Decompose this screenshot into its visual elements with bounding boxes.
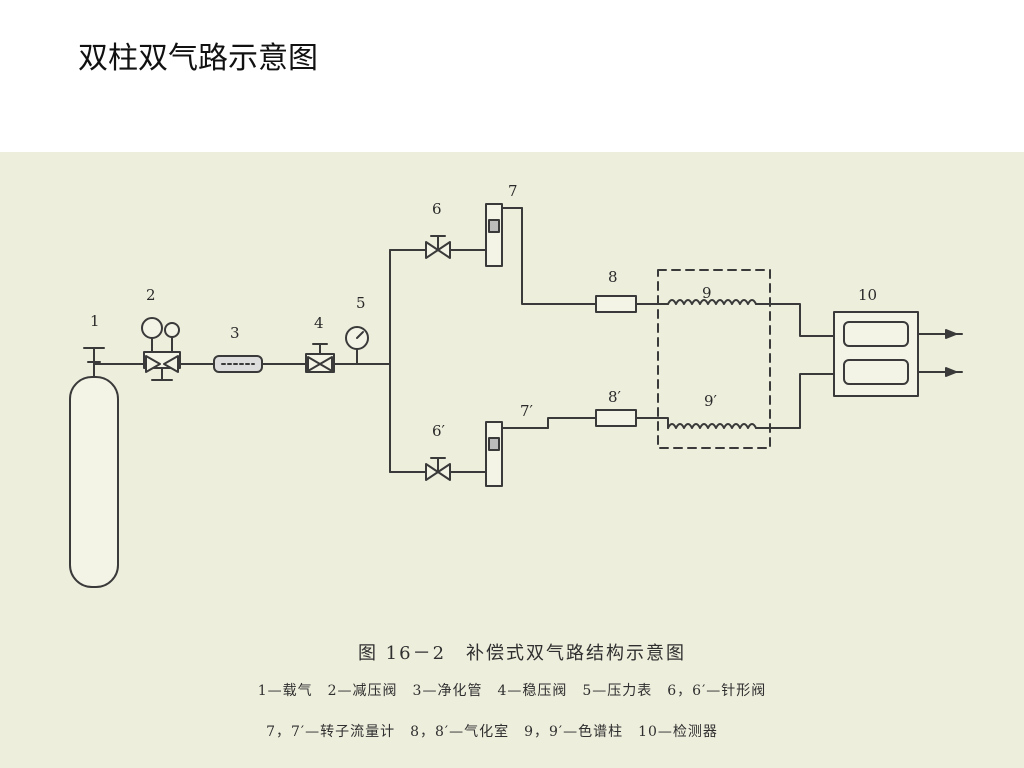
lower-branch-line-d bbox=[635, 417, 669, 429]
upper-branch-line-e bbox=[755, 303, 835, 337]
label-6p: 6′ bbox=[432, 422, 446, 440]
vaporizer-8p bbox=[595, 409, 637, 427]
label-10: 10 bbox=[858, 286, 877, 304]
label-7: 7 bbox=[508, 182, 518, 200]
rotameter-7 bbox=[485, 203, 523, 267]
label-3: 3 bbox=[230, 324, 240, 342]
column-oven bbox=[657, 269, 771, 449]
label-4: 4 bbox=[314, 314, 324, 332]
needle-valve-6p bbox=[425, 457, 451, 481]
stabilizing-valve bbox=[305, 343, 335, 373]
needle-valve-6 bbox=[425, 235, 451, 259]
upper-branch-line-c bbox=[521, 207, 597, 305]
schematic-figure: 1 2 3 4 5 6 6′ 7 7′ 8 8′ 9 9′ 10 图 16－2 … bbox=[0, 152, 1024, 768]
label-9: 9 bbox=[702, 284, 712, 302]
lower-branch-line-c bbox=[547, 417, 597, 429]
purifier-tube bbox=[213, 355, 263, 373]
flow-diagram: 1 2 3 4 5 6 6′ 7 7′ 8 8′ 9 9′ 10 bbox=[69, 182, 963, 588]
label-8p: 8′ bbox=[608, 388, 622, 406]
label-7p: 7′ bbox=[520, 402, 534, 420]
figure-legend-line-2: 7，7′—转子流量计 8，8′—气化室 9，9′—色谱柱 10—检测器 bbox=[266, 724, 718, 740]
slide-title: 双柱双气路示意图 bbox=[78, 41, 318, 76]
rotameter-7p bbox=[485, 421, 549, 487]
label-6: 6 bbox=[432, 200, 442, 218]
column-9 bbox=[667, 299, 757, 305]
pressure-reducing-valve bbox=[141, 317, 181, 381]
column-9p bbox=[667, 423, 757, 429]
figure-caption: 图 16－2 补偿式双气路结构示意图 bbox=[357, 643, 687, 664]
label-8: 8 bbox=[608, 268, 618, 286]
carrier-gas-cylinder bbox=[69, 347, 119, 588]
pressure-gauge bbox=[345, 326, 369, 365]
lower-branch-line-e bbox=[755, 373, 835, 429]
label-5: 5 bbox=[356, 294, 366, 312]
label-1: 1 bbox=[90, 312, 100, 330]
label-2: 2 bbox=[146, 286, 156, 304]
main-gas-line bbox=[93, 361, 391, 365]
label-9p: 9′ bbox=[704, 392, 718, 410]
detector-10 bbox=[833, 311, 963, 397]
vaporizer-8 bbox=[595, 295, 637, 313]
figure-legend-line-1: 1—载气 2—减压阀 3—净化管 4—稳压阀 5—压力表 6，6′—针形阀 bbox=[257, 683, 767, 699]
